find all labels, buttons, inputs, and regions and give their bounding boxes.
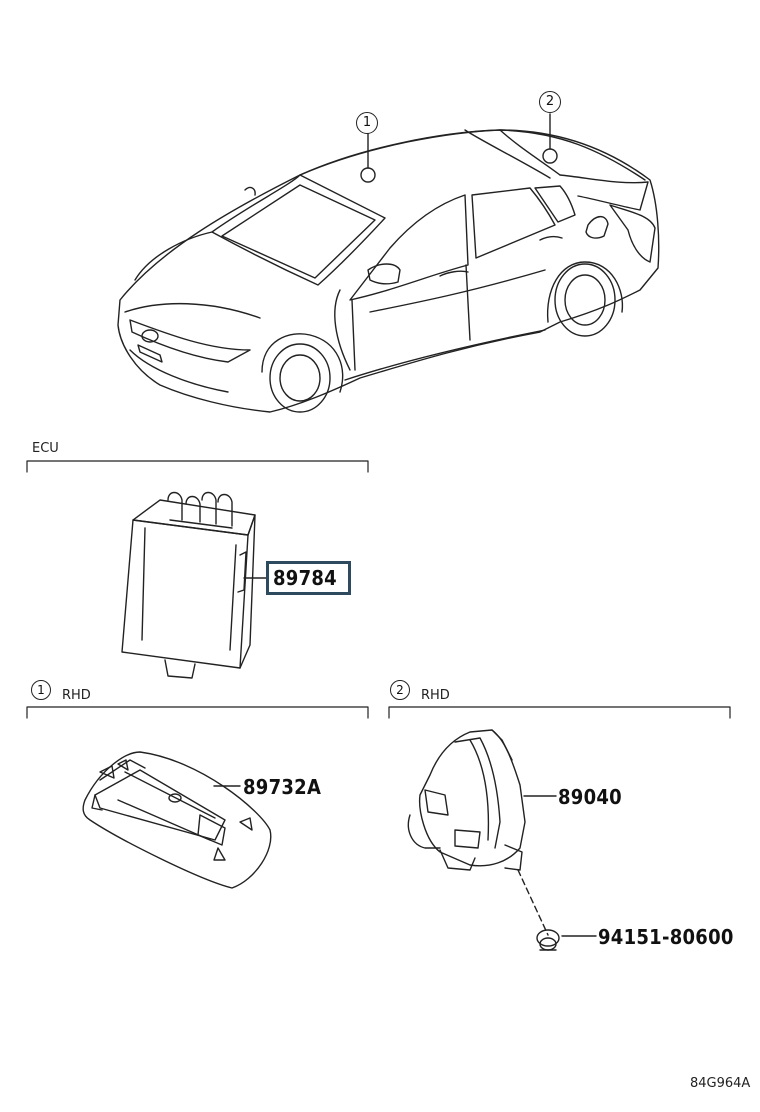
callout-2: 2 bbox=[539, 91, 561, 113]
section-2-number: 2 bbox=[390, 680, 410, 700]
part-number-sensor2[interactable]: 89040 bbox=[558, 785, 622, 809]
part-number-ecu[interactable]: 89784 bbox=[273, 566, 337, 590]
car-illustration bbox=[117, 113, 660, 413]
camera-sensor-illustration bbox=[407, 729, 526, 871]
clip-illustration bbox=[536, 929, 560, 951]
ecu-part-highlight bbox=[266, 561, 351, 595]
diagram-code: 84G964A bbox=[690, 1076, 751, 1091]
ecu-illustration bbox=[121, 491, 256, 679]
rain-sensor-illustration bbox=[82, 751, 272, 889]
part-number-sensor1[interactable]: 89732A bbox=[243, 775, 322, 799]
part-number-clip[interactable]: 94151-80600 bbox=[598, 925, 734, 949]
section-1-number: 1 bbox=[31, 680, 51, 700]
section-1-label: RHD bbox=[62, 688, 91, 703]
section-brackets bbox=[26, 460, 731, 719]
callout-1: 1 bbox=[356, 112, 378, 134]
clip-dashed-line bbox=[517, 869, 549, 936]
section-ecu-label: ECU bbox=[32, 441, 59, 456]
section-2-label: RHD bbox=[421, 688, 450, 703]
